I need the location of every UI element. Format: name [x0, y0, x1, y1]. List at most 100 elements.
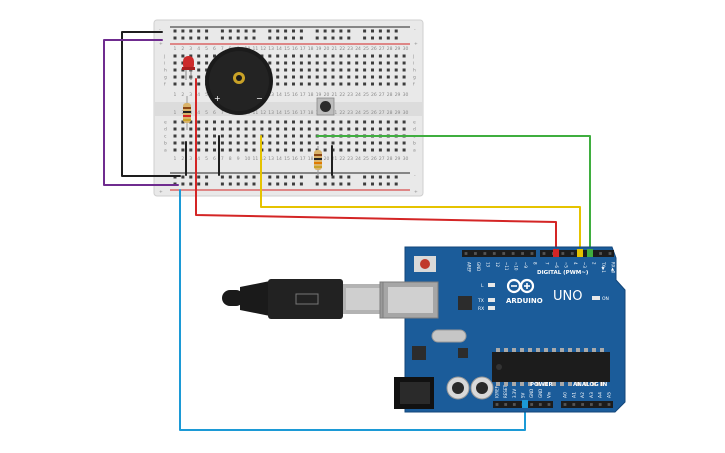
rail-hole	[386, 175, 390, 179]
header-pin[interactable]	[464, 252, 468, 255]
header-pin[interactable]	[502, 252, 506, 255]
breadboard-hole	[339, 120, 343, 124]
header-pin[interactable]	[547, 403, 551, 406]
breadboard-hole	[355, 141, 359, 145]
row-letter: j	[412, 54, 414, 60]
rail-hole	[189, 175, 193, 179]
header-pin[interactable]	[572, 403, 576, 406]
analog-pin-label: A3	[589, 392, 595, 398]
breadboard-hole	[205, 61, 209, 65]
rail-hole	[315, 36, 319, 40]
breadboard-hole	[284, 61, 288, 65]
breadboard-hole	[268, 141, 272, 145]
chip-pin	[520, 348, 524, 352]
header-pin[interactable]	[512, 403, 516, 406]
right-bottom-plus-label: +	[414, 189, 418, 195]
breadboard-hole	[292, 75, 295, 79]
header-pin[interactable]	[599, 252, 602, 255]
breadboard-hole	[402, 120, 406, 124]
breadboard-hole	[244, 141, 248, 145]
chip-pin	[568, 348, 572, 352]
breadboard-hole	[402, 148, 406, 152]
breadboard-hole	[220, 148, 224, 152]
breadboard-hole	[276, 82, 280, 86]
header-pin[interactable]	[538, 403, 542, 406]
breadboard-hole	[173, 120, 177, 124]
header-pin[interactable]	[563, 403, 567, 406]
header-pin[interactable]	[608, 252, 612, 255]
breadboard-hole	[371, 82, 374, 86]
power-pin-label: GND	[538, 389, 543, 398]
column-number: 16	[292, 92, 298, 98]
header-pin[interactable]	[561, 252, 565, 255]
breadboard-hole	[292, 134, 295, 138]
analog-pin-label: A4	[598, 392, 604, 398]
breadboard-hole	[371, 61, 374, 65]
header-pin[interactable]	[607, 403, 611, 406]
rail-hole	[197, 175, 201, 179]
header-pin[interactable]	[495, 403, 499, 406]
header-pin[interactable]	[542, 252, 546, 255]
breadboard-hole	[173, 148, 177, 152]
breadboard-hole	[363, 68, 367, 72]
breadboard-hole	[220, 127, 224, 131]
pushbutton[interactable]	[316, 97, 335, 116]
breadboard-hole	[284, 54, 288, 58]
breadboard-hole	[260, 127, 264, 131]
rail-hole	[331, 175, 335, 179]
header-pin[interactable]	[492, 252, 496, 255]
breadboard-hole	[236, 120, 240, 124]
header-pin[interactable]	[530, 403, 534, 406]
breadboard-hole	[189, 141, 193, 145]
breadboard-hole	[363, 148, 367, 152]
breadboard-hole	[386, 120, 390, 124]
header-pin[interactable]	[581, 403, 584, 406]
resistor-2[interactable]	[314, 146, 322, 175]
breadboard-hole	[394, 75, 398, 79]
header-pin[interactable]	[570, 252, 574, 255]
header-pin[interactable]	[530, 252, 534, 255]
red-led[interactable]	[182, 56, 195, 80]
header-pin[interactable]	[483, 252, 487, 255]
rail-hole	[371, 36, 374, 40]
column-number: 22	[339, 46, 345, 52]
column-number: 3	[189, 92, 192, 98]
row-letter: a	[413, 149, 416, 154]
piezo-buzzer[interactable]: + −	[205, 47, 273, 115]
brand-label: ARDUINO	[506, 297, 543, 305]
breadboard-hole	[189, 120, 193, 124]
breadboard-hole	[276, 127, 280, 131]
header-pin[interactable]	[590, 403, 593, 406]
rail-hole	[228, 36, 232, 40]
chip-pin	[536, 382, 540, 386]
column-number: 5	[205, 110, 208, 116]
header-pin[interactable]	[521, 252, 524, 255]
column-number: 14	[276, 46, 282, 52]
breadboard-hole	[205, 134, 209, 138]
breadboard-hole	[378, 68, 382, 72]
resistor-1[interactable]	[183, 96, 191, 130]
header-pin[interactable]	[504, 403, 508, 406]
breadboard-hole	[402, 127, 406, 131]
header-pin[interactable]	[511, 252, 515, 255]
column-number: 14	[276, 156, 282, 162]
column-number: 26	[371, 46, 377, 52]
breadboard-hole	[331, 75, 335, 79]
rail-hole	[299, 29, 303, 33]
breadboard-hole	[371, 54, 374, 58]
row-letter: e	[413, 121, 416, 126]
breadboard-hole	[299, 148, 303, 152]
rail-hole	[220, 175, 224, 179]
breadboard-hole	[323, 120, 327, 124]
breadboard-hole	[339, 127, 343, 131]
breadboard-hole	[363, 82, 367, 86]
header-pin[interactable]	[598, 403, 602, 406]
column-number: 9	[237, 156, 240, 162]
column-number: 4	[197, 110, 200, 116]
column-number: 22	[339, 110, 345, 116]
header-pin[interactable]	[474, 252, 477, 255]
column-number: 27	[379, 46, 385, 52]
